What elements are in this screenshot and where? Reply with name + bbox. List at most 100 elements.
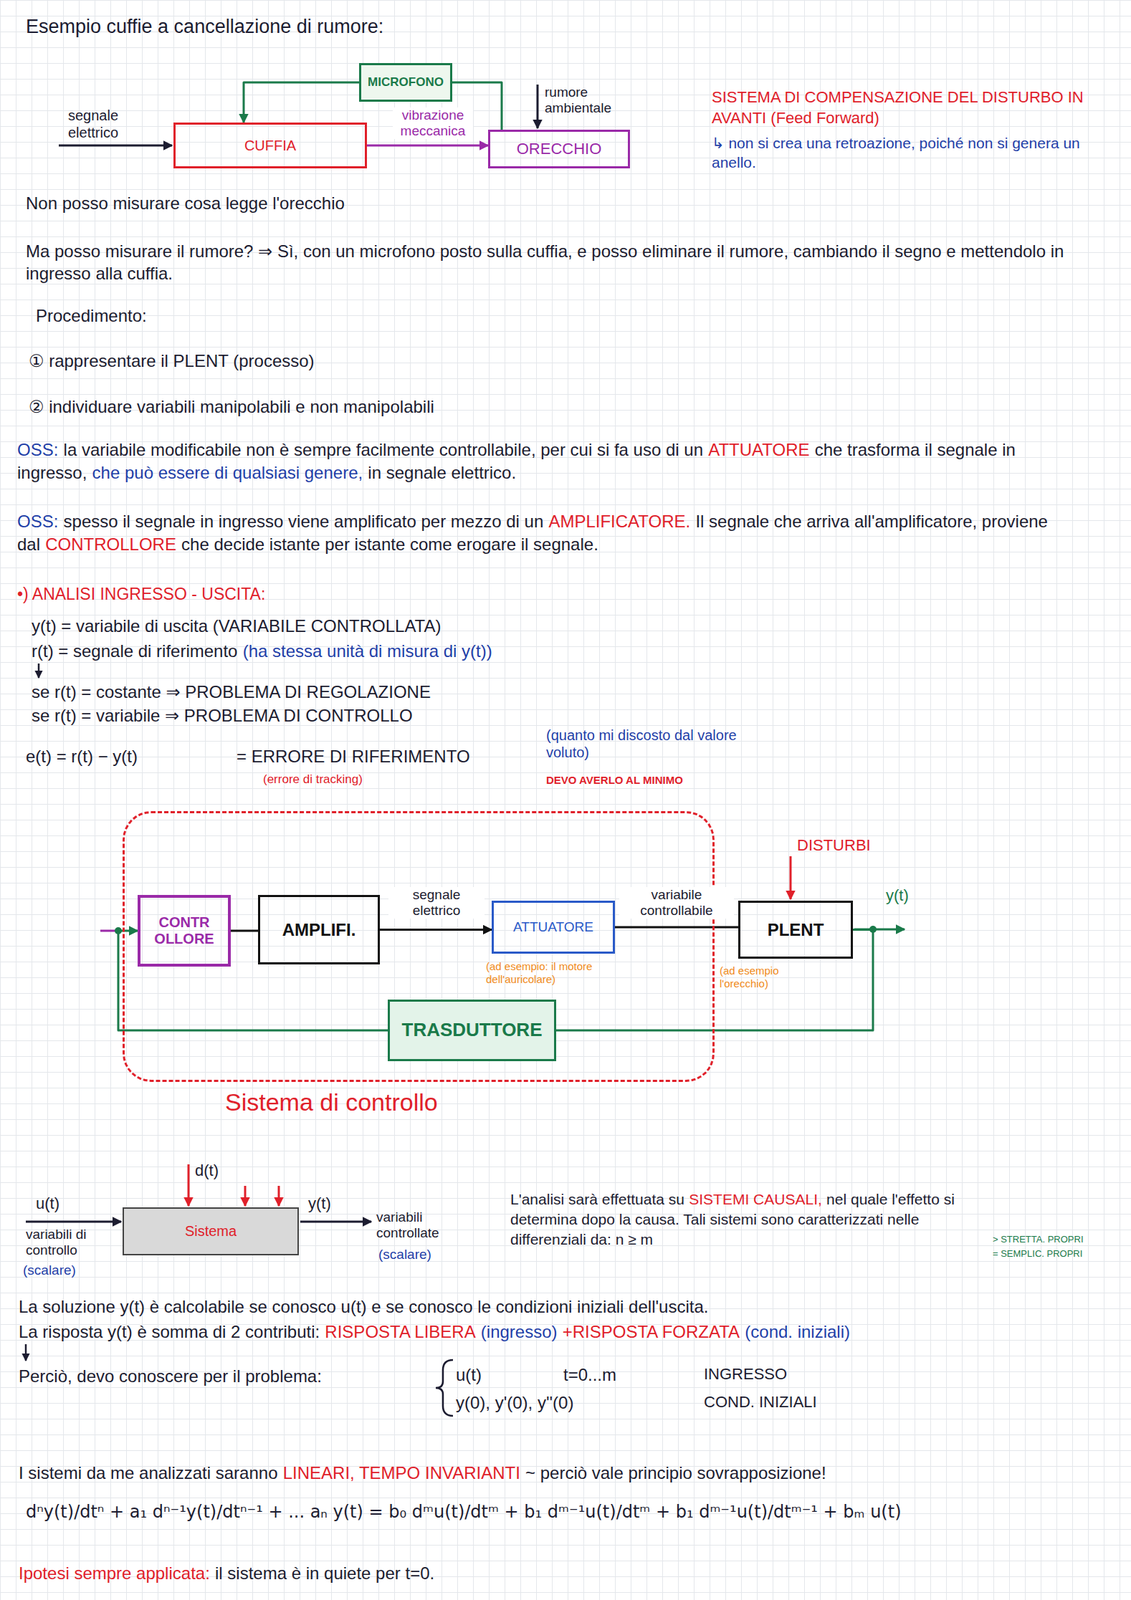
text-paragraph: I sistemi da me analizzati sarannoLINEAR… xyxy=(18,1462,1126,1486)
device-box: MICROFONO xyxy=(359,63,453,102)
note-text: u(t) xyxy=(455,1363,482,1387)
note-arrow xyxy=(37,663,41,679)
disturbance-arrow xyxy=(187,1164,190,1207)
noise-arrow xyxy=(536,84,539,129)
system-region: Sistema di controlloCONTR OLLOREAMPLIFI.… xyxy=(122,811,715,1083)
text-run: che può essere di qualsiasi genere, xyxy=(92,463,364,483)
note-text: (quanto mi discosto dal valore voluto) xyxy=(546,727,783,762)
note-text: (ad esempio: il motore dell'auricolare) xyxy=(485,960,630,986)
note-text: •) ANALISI INGRESSO - USCITA: xyxy=(17,584,266,606)
text-run: AMPLIFICATORE. xyxy=(548,511,691,532)
text-run: RISPOSTA LIBERA xyxy=(324,1322,476,1342)
text-run: ATTUATORE xyxy=(708,440,810,460)
block-box: ATTUATORE xyxy=(491,900,615,954)
text-run: in segnale elettrico. xyxy=(367,463,517,483)
note-text: COND. INIZIALI xyxy=(703,1392,818,1414)
note-text: e(t) = r(t) − y(t) xyxy=(25,745,138,768)
text-paragraph: r(t) = segnale di riferimento(ha stessa … xyxy=(31,640,1107,663)
text-run: (ha stessa unità di misura di y(t)) xyxy=(242,641,493,661)
text-run: OSS: xyxy=(17,440,59,460)
disturbance-arrow xyxy=(278,1186,281,1207)
text-run: (ingresso) xyxy=(480,1322,558,1342)
connector xyxy=(379,928,492,932)
device-box: CUFFIA xyxy=(173,122,367,169)
note-text: y(0), y'(0), y''(0) xyxy=(455,1391,574,1415)
text-paragraph: Ipotesi sempre applicata:il sistema è in… xyxy=(18,1562,1126,1586)
connector-label: variabile controllabile xyxy=(619,887,734,919)
note-text: DEVO AVERLO AL MINIMO xyxy=(546,774,684,787)
text-run: I sistemi da me analizzati saranno xyxy=(18,1463,279,1483)
note-text: ↳ non si crea una retroazione, poiché no… xyxy=(711,133,1114,173)
text-paragraph: L'analisi sarà effettuata suSISTEMI CAUS… xyxy=(510,1189,984,1250)
equation: dⁿy(t)/dtⁿ + a₁ dⁿ⁻¹y(t)/dtⁿ⁻¹ + ... aₙ … xyxy=(25,1501,1116,1524)
connector xyxy=(614,926,739,929)
note-text: rumore ambientale xyxy=(544,84,646,117)
note-text: = ERRORE DI RIFERIMENTO xyxy=(236,745,471,768)
note-text: Non posso misurare cosa legge l'orecchio xyxy=(25,192,345,215)
note-text: Perciò, devo conoscere per il problema: xyxy=(18,1365,322,1388)
connector-label: vibrazione meccanica xyxy=(392,107,474,140)
note-text: Ma posso misurare il rumore? ⇒ Sì, con u… xyxy=(25,240,1116,285)
page-title: Esempio cuffie a cancellazione di rumore… xyxy=(25,15,384,38)
note-text: se r(t) = costante ⇒ PROBLEMA DI REGOLAZ… xyxy=(31,680,431,704)
system-box: Sistema xyxy=(122,1207,299,1256)
connector xyxy=(243,82,360,123)
block-box: PLENT xyxy=(738,900,853,959)
connector xyxy=(556,930,873,1032)
block-box: TRASDUTTORE xyxy=(387,999,557,1062)
text-run: che decide istante per istante come erog… xyxy=(181,534,599,555)
text-run: ~ perciò vale principio sovrapposizione! xyxy=(525,1463,827,1483)
note-text: d(t) xyxy=(194,1161,219,1182)
device-box: ORECCHIO xyxy=(488,129,631,169)
note-text: > STRETTA. PROPRI xyxy=(992,1234,1084,1245)
curly-brace xyxy=(435,1360,453,1417)
note-arrow xyxy=(25,1344,28,1362)
note-text: y(t) xyxy=(885,885,909,907)
node-label: CONTR OLLORE xyxy=(146,914,223,948)
text-run: +RISPOSTA FORZATA xyxy=(562,1322,740,1342)
note-text: ② individuare variabili manipolabili e n… xyxy=(28,395,435,418)
note-text: y(t) xyxy=(308,1194,332,1215)
note-text: INGRESSO xyxy=(703,1364,787,1386)
text-run: OSS: xyxy=(17,511,59,532)
input-arrow xyxy=(25,1221,122,1224)
node-label: Sistema xyxy=(184,1223,237,1240)
block-box: AMPLIFI. xyxy=(258,895,380,965)
note-text: u(t) xyxy=(35,1194,60,1215)
connector xyxy=(366,144,489,147)
node-label: PLENT xyxy=(767,920,825,941)
node-label: ATTUATORE xyxy=(513,919,594,936)
text-run: spesso il segnale in ingresso viene ampl… xyxy=(63,511,544,532)
connector-label: segnale elettrico xyxy=(388,887,485,919)
text-run: (cond. iniziali) xyxy=(744,1322,851,1342)
text-paragraph: OSS:spesso il segnale in ingresso viene … xyxy=(17,510,1121,557)
note-text: = SEMPLIC. PROPRI xyxy=(992,1248,1083,1260)
note-text: (errore di tracking) xyxy=(263,772,363,787)
text-run: il sistema è in quiete per t=0. xyxy=(215,1563,435,1584)
node-label: CUFFIA xyxy=(244,137,297,155)
node-label: ORECCHIO xyxy=(516,139,603,158)
note-text: t=0...m xyxy=(563,1363,617,1387)
note-text: (ad esempio l'orecchio) xyxy=(719,964,820,990)
text-run: CONTROLLORE xyxy=(45,534,177,555)
text-run: La risposta y(t) è somma di 2 contributi… xyxy=(18,1322,320,1342)
note-text: y(t) = variabile di uscita (VARIABILE CO… xyxy=(31,614,442,638)
input-arrow xyxy=(58,144,173,147)
note-text: SISTEMA DI COMPENSAZIONE DEL DISTURBO IN… xyxy=(711,87,1114,129)
text-run: la variabile modificabile non è sempre f… xyxy=(63,440,704,460)
note-text: segnale elettrico xyxy=(68,107,147,142)
node-label: MICROFONO xyxy=(367,75,444,90)
note-text: ① rappresentare il PLENT (processo) xyxy=(28,349,315,372)
connector xyxy=(230,930,259,933)
output-arrow xyxy=(300,1221,372,1224)
note-text: La soluzione y(t) è calcolabile se conos… xyxy=(18,1295,1123,1319)
text-run: L'analisi sarà effettuata su xyxy=(510,1191,685,1208)
text-paragraph: La risposta y(t) è somma di 2 contributi… xyxy=(18,1320,1126,1344)
note-text: variabili controllate xyxy=(376,1209,484,1243)
text-run: Ipotesi sempre applicata: xyxy=(18,1563,211,1584)
text-paragraph: OSS:la variabile modificabile non è semp… xyxy=(17,438,1121,485)
note-text: Procedimento: xyxy=(35,304,147,327)
